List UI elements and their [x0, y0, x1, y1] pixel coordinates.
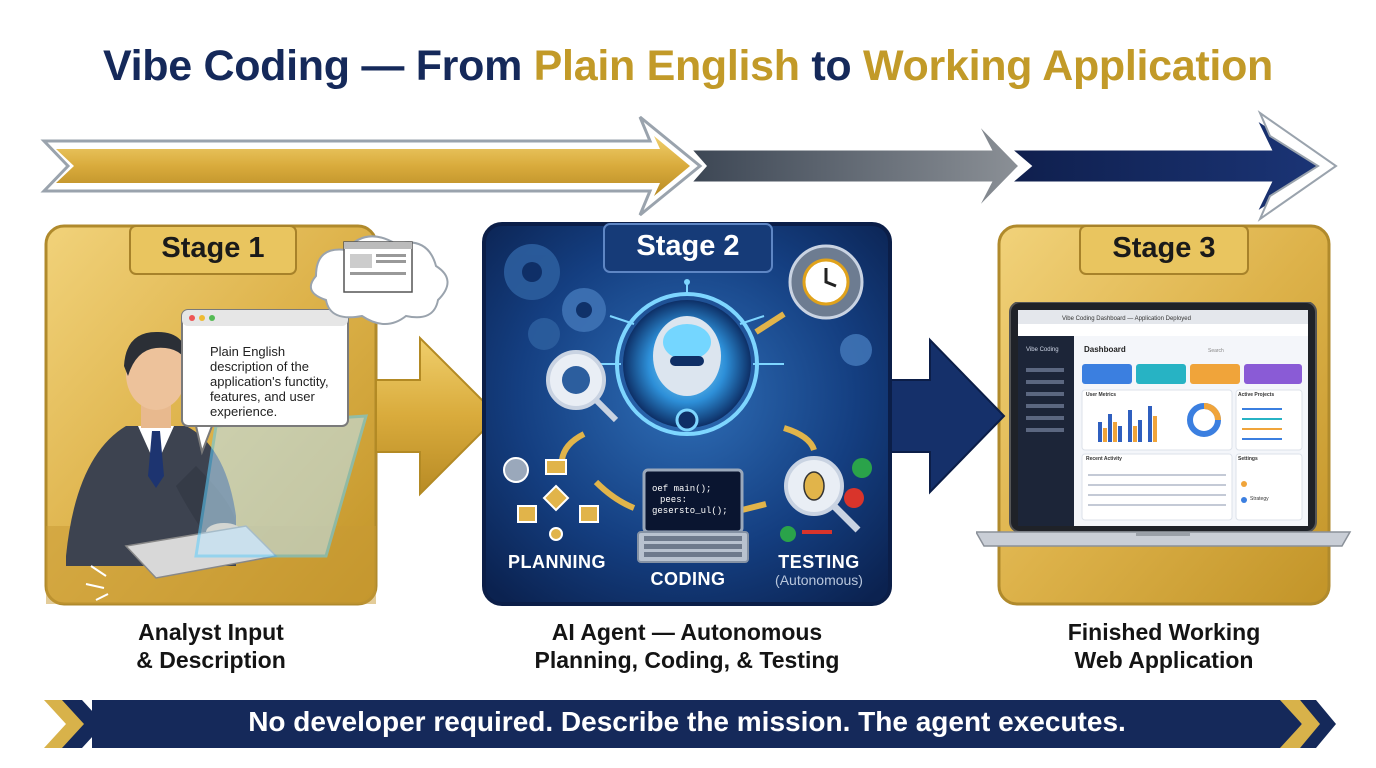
analyst-head [126, 338, 186, 410]
banner-text: No developer required. Describe the miss… [248, 706, 1126, 737]
check-icon [852, 458, 872, 478]
top-arrow-gold-segment [56, 136, 690, 196]
speech-text: Plain English description of the applica… [210, 344, 329, 419]
code-line: pees: [660, 495, 688, 505]
sidebar-title: Vibe Coding [1026, 347, 1059, 353]
caption-line: AI Agent — Autonomous [551, 619, 823, 645]
caption-line: Planning, Coding, & Testing [534, 647, 840, 673]
stage3-label: Stage 3 [1112, 232, 1216, 264]
stage2-label: Stage 2 [636, 230, 740, 262]
panel-settings: Settings [1238, 456, 1258, 462]
panel-recent-activity: Recent Activity [1086, 456, 1122, 462]
top-arrow-gray-segment [686, 118, 1023, 214]
testing-sublabel: (Autonomous) [775, 572, 863, 588]
stage1-caption: Analyst Input & Description [46, 618, 376, 674]
coding-label: CODING [650, 569, 726, 589]
stage1-label: Stage 1 [161, 232, 265, 264]
stage2-illustration [503, 244, 872, 563]
banner-bar [92, 700, 1282, 748]
caption-line: Finished Working [1067, 619, 1261, 645]
page-title: Vibe Coding — From Plain English to Work… [102, 42, 1274, 90]
planning-label: PLANNING [508, 552, 606, 572]
analyst-person [66, 426, 236, 566]
code-lines: oef main(); pees: gesersto_ul(); [652, 484, 728, 517]
stage1-illustration [46, 235, 449, 604]
x-icon [844, 488, 864, 508]
top-arrow-navy-segment [1005, 113, 1333, 219]
stage3-laptop [976, 302, 1352, 547]
panel-active-projects: Active Projects [1238, 392, 1275, 398]
caption-line: Web Application [1074, 647, 1254, 673]
stage2-caption: AI Agent — Autonomous Planning, Coding, … [484, 618, 890, 674]
code-line: gesersto_ul(); [652, 506, 728, 516]
dashboard-title: Dashboard [1084, 345, 1126, 354]
caption-line: & Description [136, 647, 286, 673]
settings-item: Strategy [1250, 496, 1269, 502]
search-input[interactable]: Search [1208, 348, 1224, 354]
testing-label: TESTING [778, 552, 860, 572]
code-line: oef main(); [652, 484, 712, 494]
connector-arrow-2 [885, 337, 1006, 495]
panel-user-metrics: User Metrics [1086, 392, 1117, 398]
connector-arrow-1 [375, 335, 500, 497]
stage3-caption: Finished Working Web Application [999, 618, 1329, 674]
caption-line: Analyst Input [138, 619, 284, 645]
browser-tab[interactable]: Vibe Coding Dashboard — Application Depl… [1062, 316, 1191, 322]
